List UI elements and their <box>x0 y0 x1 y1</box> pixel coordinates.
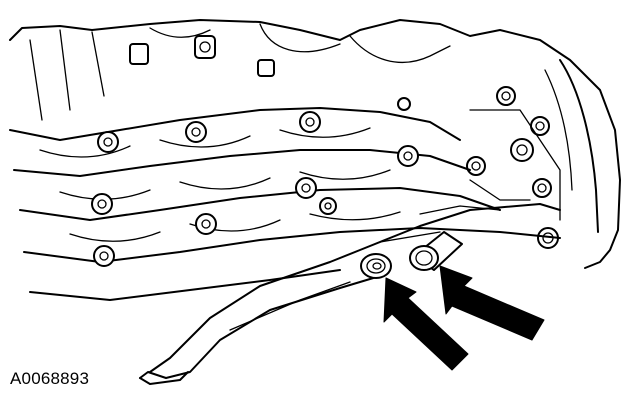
timing-cover-bolts <box>466 86 561 221</box>
callout-arrows <box>383 265 545 371</box>
bolt <box>397 145 419 167</box>
bolt <box>93 245 115 267</box>
bolt-left <box>360 253 392 279</box>
highlighted-bolts <box>360 231 463 279</box>
bolt <box>510 138 534 162</box>
bolt <box>496 86 516 106</box>
bolt-right <box>409 231 463 271</box>
cap-bolts <box>91 111 419 267</box>
bolt <box>195 213 217 235</box>
bolt <box>532 178 552 198</box>
bolt <box>295 177 317 199</box>
engine-block-upper <box>9 19 621 269</box>
support-bracket <box>139 203 561 385</box>
bolt <box>466 156 486 176</box>
bolt <box>91 193 113 215</box>
bolt <box>319 197 337 215</box>
bolt <box>530 116 550 136</box>
arrow-up-left-icon <box>439 265 545 341</box>
bolt <box>185 121 207 143</box>
figure-id-label: A0068893 <box>10 369 90 388</box>
bolt <box>97 131 119 153</box>
arrow-up-left-icon <box>383 277 469 371</box>
bolt <box>299 111 321 133</box>
